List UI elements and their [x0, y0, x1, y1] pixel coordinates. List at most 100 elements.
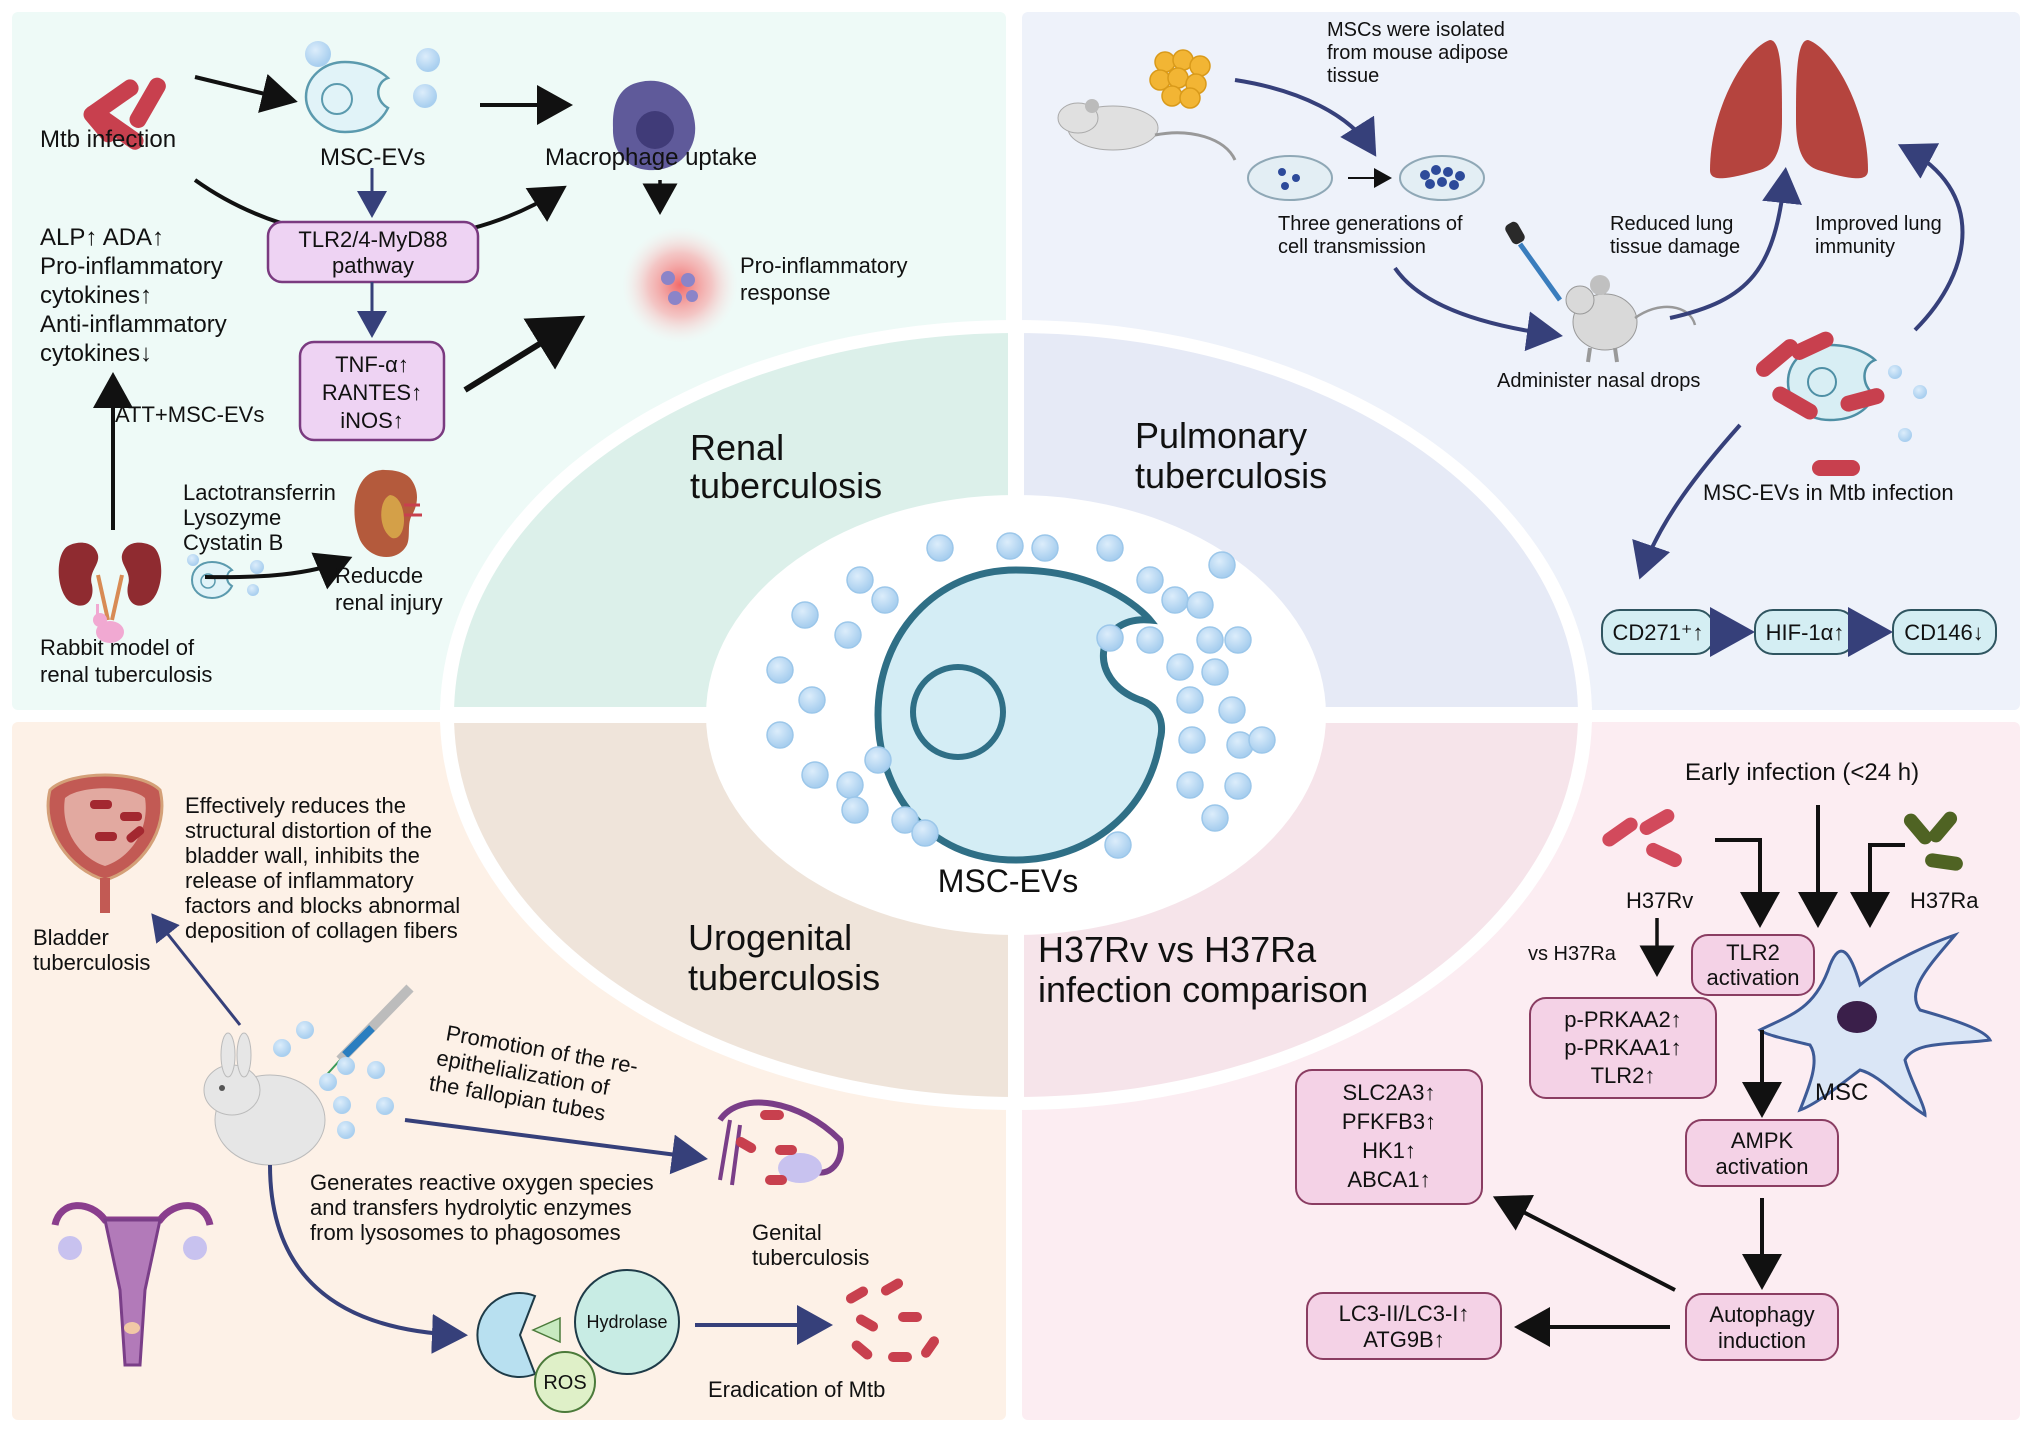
ev-particle-icon [766, 721, 794, 749]
ev-particle-icon [836, 771, 864, 799]
arrow-generations-to-mouse [1393, 266, 1563, 352]
arrow-mouse-to-lungs [1669, 167, 1802, 320]
ev-with-mtb-icon [1755, 331, 1927, 476]
att-treatment-label: ATT+MSC-EVs [115, 402, 264, 427]
msc-evs-label: MSC-EVs [320, 144, 425, 171]
ev-particle-icon [1224, 626, 1252, 654]
ev-particle-icon [296, 1021, 314, 1039]
h37ra-label: H37Ra [1910, 888, 1979, 913]
svg-text:Effectively reduces the: Effectively reduces the [185, 793, 406, 818]
svg-text:cytokines↓: cytokines↓ [40, 340, 152, 367]
pulmonary-sector-label: Pulmonary [1135, 415, 1307, 456]
early-infection-label: Early infection (<24 h) [1685, 759, 1919, 786]
small-ev-icon [187, 554, 264, 600]
arrow-ev-to-kidney [204, 552, 353, 590]
ev-particle-icon [1136, 566, 1164, 594]
ev-particle-icon [337, 1121, 355, 1139]
petri-dish-full-icon [1399, 155, 1485, 201]
ev-particle-icon [333, 1096, 351, 1114]
arrow-h37rv-to-tlr2 [1715, 838, 1780, 928]
glycolysis-text-2: PFKFB3↑ [1342, 1109, 1436, 1134]
h37rv-bacteria-icon [1602, 809, 1682, 868]
autophagy-box [1685, 1293, 1839, 1361]
svg-text:and transfers hydrolytic enzym: and transfers hydrolytic enzymes [310, 1195, 632, 1220]
reduce-injury-label: Reducde [335, 563, 423, 588]
mtb-infection-label: Mtb infection [40, 126, 176, 153]
isolation-text-3: tissue [1327, 65, 1379, 87]
ev-particle-icon [1096, 534, 1124, 562]
lc3-text-2: ATG9B↑ [1363, 1327, 1445, 1352]
improved-immunity-text: Improved lung [1815, 213, 1942, 235]
inflammation-glow-icon [622, 227, 738, 343]
msc-label: MSC [1815, 1079, 1868, 1106]
ev-particle-icon [926, 534, 954, 562]
msc-cell-icon [1757, 931, 1993, 1118]
arrow-h37ra-to-msc [1850, 843, 1905, 928]
marker-chain: CD271⁺↑ HIF-1α↑ CD146↓ [1601, 607, 1997, 657]
cytokine-box [298, 340, 446, 442]
tlr-pathway-text: TLR2/4-MyD88 [298, 227, 447, 252]
outer-ellipse [440, 320, 1592, 1110]
dropper-icon [1505, 221, 1563, 302]
reduce-injury-label-2: renal injury [335, 590, 443, 615]
svg-text:cytokines↑: cytokines↑ [40, 282, 152, 309]
cytokine-text-2: RANTES↑ [322, 380, 422, 405]
svg-text:Pro-inflammatory: Pro-inflammatory [40, 253, 223, 280]
msc-ev-icon [304, 41, 440, 134]
ev-particle-icon [864, 746, 892, 774]
tlr2-activation-text: TLR2 [1726, 940, 1780, 965]
uterus-icon [51, 1202, 214, 1367]
arrow-mtb-to-evs [194, 73, 298, 113]
arrow-rabbit-to-bladder [151, 913, 242, 1026]
genital-label: Genital [752, 1220, 822, 1245]
comparison-sector-label-2: infection comparison [1038, 969, 1368, 1010]
lungs-icon [1710, 40, 1868, 179]
prkaa-text: p-PRKAA2↑ [1564, 1007, 1681, 1032]
ev-particle-icon [367, 1061, 385, 1079]
reduced-damage-text: Reduced lung [1610, 213, 1733, 235]
comparison-sector-label: H37Rv vs H37Ra [1038, 929, 1317, 970]
ev-particle-icon [1224, 772, 1252, 800]
svg-text:structural distortion of the: structural distortion of the [185, 818, 432, 843]
renal-sector-label-2: tuberculosis [690, 465, 882, 506]
ev-particle-icon [1166, 653, 1194, 681]
pro-inflammatory-response-label-2: response [740, 280, 831, 305]
adipose-tissue-icon [1149, 49, 1211, 109]
isolation-text-2: from mouse adipose [1327, 42, 1508, 64]
glycolysis-text-4: ABCA1↑ [1347, 1167, 1430, 1192]
ampk-activation-text: AMPK [1731, 1128, 1794, 1153]
tlr-pathway-text-2: pathway [332, 253, 414, 278]
renal-markers-list: ALP↑ ADA↑ Pro-inflammatory cytokines↑ An… [40, 224, 227, 367]
dead-mtb-icon [845, 1278, 940, 1362]
arrow-autophagy-to-glycolysis [1492, 1195, 1676, 1292]
ev-particle-icon [841, 796, 869, 824]
arrow-cytokines-to-response [463, 315, 586, 393]
glycolysis-text: SLC2A3↑ [1343, 1080, 1436, 1105]
mtb-bacteria-icon [83, 77, 166, 150]
fallopian-tube-icon [717, 1099, 844, 1186]
ev-particle-icon [1176, 686, 1204, 714]
central-ev-cluster [766, 532, 1276, 859]
rabbit-model-label-2: renal tuberculosis [40, 662, 212, 687]
ev-particle-icon [1208, 551, 1236, 579]
autophagy-text: Autophagy [1709, 1302, 1814, 1327]
ev-particle-icon [1218, 696, 1246, 724]
ev-particle-icon [834, 621, 862, 649]
ev-particle-icon [798, 686, 826, 714]
svg-text:factors and blocks abnormal: factors and blocks abnormal [185, 893, 460, 918]
ev-particle-icon [1201, 658, 1229, 686]
arrow-rabbit-to-genital [404, 1118, 708, 1175]
prkaa-text-2: p-PRKAA1↑ [1564, 1035, 1681, 1060]
ev-particle-icon [891, 806, 919, 834]
ev-particle-icon [273, 1039, 291, 1057]
rabbit-small-icon [93, 604, 124, 643]
arrow-rabbit-to-lysosome [268, 1164, 468, 1354]
arrow-evs-to-markers [1632, 423, 1742, 580]
protein-list-2: Lysozyme [183, 505, 281, 530]
eradication-label: Eradication of Mtb [708, 1377, 885, 1402]
macrophage-uptake-label: Macrophage uptake [545, 144, 757, 171]
ev-particle-icon [1196, 626, 1224, 654]
tlr2-activation-box [1691, 934, 1815, 996]
ev-particle-icon [766, 656, 794, 684]
